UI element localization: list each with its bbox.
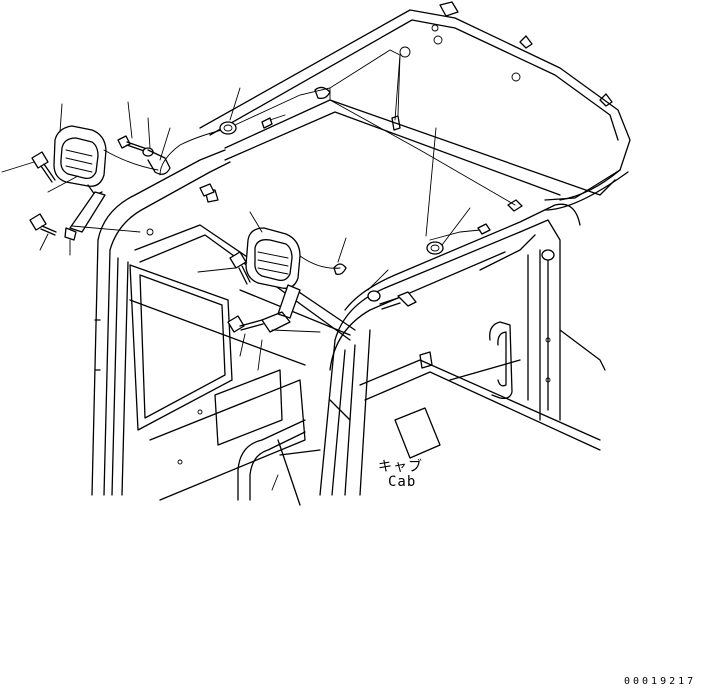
front-work-lamp	[245, 227, 381, 333]
cab-door	[237, 419, 321, 506]
cab-frame-left	[91, 149, 356, 501]
drawing-number: 00019217	[624, 676, 697, 687]
cab-roof	[199, 1, 631, 211]
rear-work-lamp	[53, 125, 159, 241]
cab-front-pillar	[319, 203, 606, 496]
cab-label-japanese: キャブ	[378, 459, 423, 475]
mounting-bolts	[29, 135, 417, 333]
cab-label-english: Cab	[388, 474, 417, 490]
roof-wiring-harness	[159, 49, 523, 255]
leader-lines	[1, 87, 471, 491]
